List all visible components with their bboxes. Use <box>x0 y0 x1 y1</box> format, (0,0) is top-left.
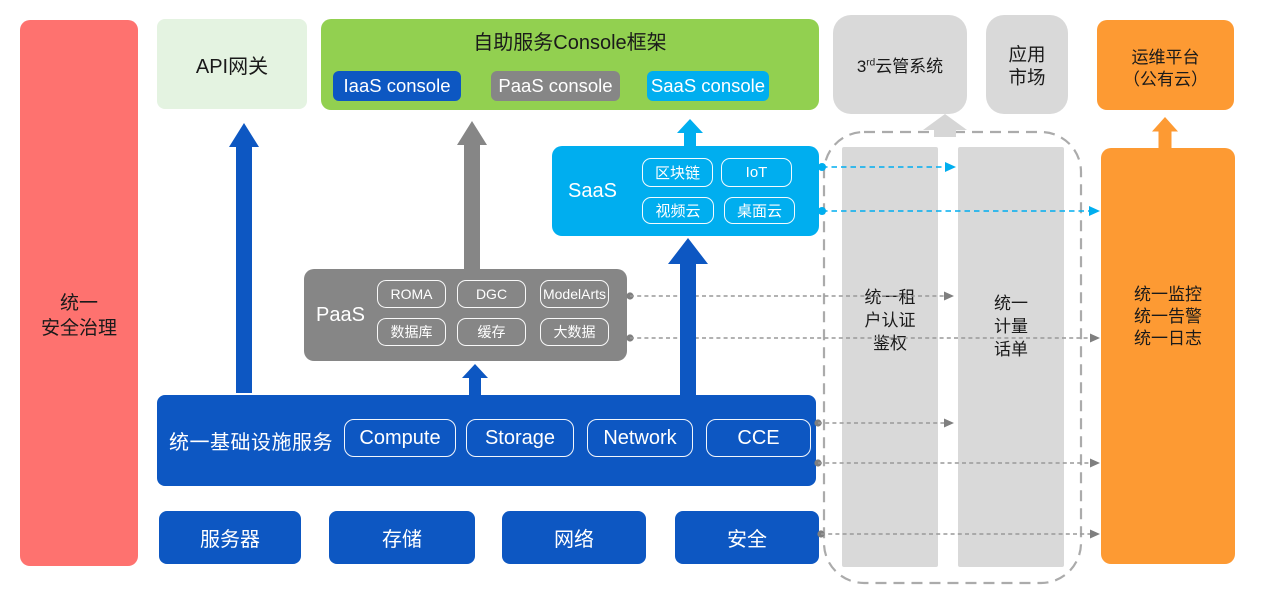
arrow-iaas-to-saas <box>668 238 708 396</box>
security-governance-line-2: 安全治理 <box>40 318 117 339</box>
third-party-ordinal-suffix: rd <box>866 57 876 69</box>
arrow-iaas-to-paas <box>462 364 488 396</box>
paas-console-button[interactable]: PaaS console <box>491 71 620 101</box>
security-governance-label: 统一 安全治理 <box>20 291 138 341</box>
security-governance-pillar: 统一 安全治理 <box>20 20 138 566</box>
tenant-auth-bar: 统一租 户认证 鉴权 <box>842 147 938 567</box>
tenant-auth-line-2: 户认证 <box>864 311 916 330</box>
iaas-service-storage: Storage <box>466 419 574 457</box>
metering-line-3: 话单 <box>994 340 1028 359</box>
arrow-paas-to-console <box>457 121 487 270</box>
tenant-auth-line-3: 鉴权 <box>873 334 907 353</box>
paas-service-modelarts: ModelArts <box>540 280 609 308</box>
security-governance-line-1: 统一 <box>59 293 98 314</box>
saas-service-video-cloud: 视频云 <box>642 197 714 224</box>
app-market-label: 应用 市场 <box>1008 43 1045 89</box>
api-gateway-label: API网关 <box>195 55 269 78</box>
saas-box: SaaS 区块链 IoT 视频云 桌面云 <box>552 146 819 236</box>
saas-service-iot: IoT <box>721 158 792 187</box>
hardware-server-box: 服务器 <box>159 511 301 564</box>
arrow-iaas-to-api-gateway <box>229 123 259 393</box>
saas-console-button[interactable]: SaaS console <box>647 71 769 101</box>
metering-line-2: 计量 <box>994 317 1028 336</box>
api-gateway-box: API网关 <box>157 19 307 109</box>
paas-service-bigdata: 大数据 <box>540 318 609 346</box>
metering-label: 统一 计量 话单 <box>958 292 1064 361</box>
saas-service-blockchain: 区块链 <box>642 158 713 187</box>
paas-service-cache: 缓存 <box>457 318 526 346</box>
app-market-line-2: 市场 <box>1008 67 1046 88</box>
ops-platform-label: 运维平台 （公有云） <box>1123 47 1208 91</box>
ops-monitor-label: 统一监控 统一告警 统一日志 <box>1101 284 1235 350</box>
ops-monitor-line-3: 统一日志 <box>1134 329 1202 348</box>
hardware-security-box: 安全 <box>675 511 819 564</box>
ops-platform-box: 运维平台 （公有云） <box>1097 20 1234 110</box>
ops-monitor-pillar: 统一监控 统一告警 统一日志 <box>1101 148 1235 564</box>
third-party-cloud-label: 3rd云管系统 <box>857 52 943 77</box>
ops-platform-line-1: 运维平台 <box>1131 48 1200 67</box>
ops-platform-line-2: （公有云） <box>1123 70 1208 89</box>
console-frame-title: 自助服务Console框架 <box>473 32 667 54</box>
console-frame-box: 自助服务Console框架 IaaS console PaaS console … <box>321 19 819 110</box>
third-party-prefix: 3 <box>856 57 867 76</box>
app-market-line-1: 应用 <box>1008 44 1046 65</box>
paas-box: PaaS ROMA DGC ModelArts 数据库 缓存 大数据 <box>304 269 627 361</box>
ops-monitor-line-1: 统一监控 <box>1134 285 1202 304</box>
saas-label: SaaS <box>568 179 617 202</box>
app-market-box: 应用 市场 <box>986 15 1068 114</box>
paas-service-database: 数据库 <box>377 318 446 346</box>
hardware-network-box: 网络 <box>502 511 646 564</box>
metering-line-1: 统一 <box>994 294 1028 313</box>
tenant-auth-label: 统一租 户认证 鉴权 <box>842 286 938 355</box>
third-party-rest: 云管系统 <box>875 57 944 76</box>
arrow-saas-to-console <box>677 119 703 147</box>
arrow-monitor-to-ops-platform <box>1152 117 1178 148</box>
tenant-auth-line-1: 统一租 <box>864 288 916 307</box>
paas-label: PaaS <box>316 303 365 326</box>
saas-service-desktop-cloud: 桌面云 <box>724 197 795 224</box>
iaas-console-button[interactable]: IaaS console <box>333 71 461 101</box>
ops-monitor-line-2: 统一告警 <box>1134 307 1202 326</box>
iaas-service-network: Network <box>587 419 693 457</box>
third-party-cloud-box: 3rd云管系统 <box>833 15 967 114</box>
hardware-storage-box: 存储 <box>329 511 475 564</box>
arrow-rail-to-third-party <box>923 114 967 137</box>
paas-service-roma: ROMA <box>377 280 446 308</box>
iaas-service-cce: CCE <box>706 419 811 457</box>
metering-bar: 统一 计量 话单 <box>958 147 1064 567</box>
iaas-service-compute: Compute <box>344 419 456 457</box>
iaas-box: 统一基础设施服务 Compute Storage Network CCE <box>157 395 816 486</box>
iaas-label: 统一基础设施服务 <box>169 432 333 454</box>
paas-service-dgc: DGC <box>457 280 526 308</box>
